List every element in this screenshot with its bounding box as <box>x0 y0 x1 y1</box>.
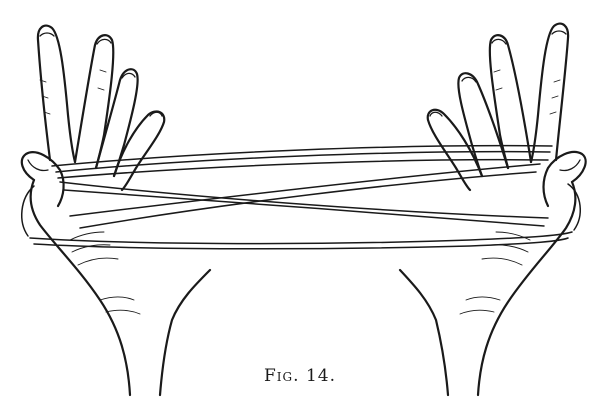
right-hand <box>398 22 587 397</box>
figure-caption: Fig. 14. <box>0 366 600 386</box>
caption-number: 14. <box>305 366 336 386</box>
caption-prefix: Fig. <box>264 366 300 386</box>
string-figure <box>21 144 581 250</box>
